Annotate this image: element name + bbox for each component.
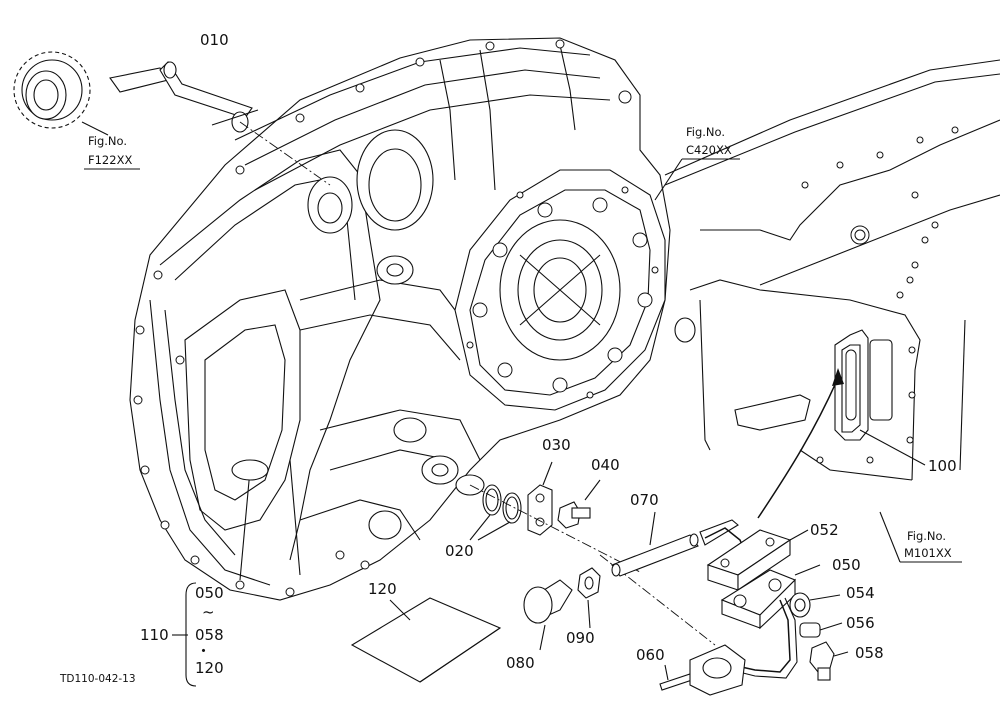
fig-ref-f122: Fig.No. F122XX xyxy=(84,134,140,170)
clutch-housing-flange xyxy=(454,169,696,411)
label-090: 090 xyxy=(566,629,595,647)
part-030-plate xyxy=(527,461,553,536)
fig-ref-f122-title: Fig.No. xyxy=(88,134,127,148)
label-040: 040 xyxy=(591,456,620,474)
assembly-arrow xyxy=(757,368,844,519)
label-010: 010 xyxy=(200,31,229,49)
label-060: 060 xyxy=(636,646,665,664)
label-120: 120 xyxy=(368,580,397,598)
label-080: 080 xyxy=(506,654,535,672)
group-dot: ・ xyxy=(196,642,211,660)
fig-ref-c420: Fig.No. C420XX xyxy=(654,125,740,201)
part-010-shift-lever xyxy=(109,61,331,186)
part-120-decal xyxy=(350,597,502,683)
gear-f122 xyxy=(13,51,109,136)
label-070: 070 xyxy=(630,491,659,509)
part-056-seal xyxy=(799,622,843,638)
label-056: 056 xyxy=(846,614,875,632)
group-from: 050 xyxy=(195,584,224,602)
part-090-nut xyxy=(577,567,601,629)
group-tilde: ~ xyxy=(202,603,215,621)
group-to: 058 xyxy=(195,626,224,644)
part-052-bracket xyxy=(706,529,809,592)
label-052: 052 xyxy=(810,521,839,539)
fig-ref-f122-code: F122XX xyxy=(88,153,132,167)
part-labels: 010 020 030 040 050 052 054 056 058 060 … xyxy=(200,31,957,672)
fig-ref-c420-title: Fig.No. xyxy=(686,125,725,139)
drawing-code: TD110-042-13 xyxy=(59,673,136,685)
fig-ref-m101: Fig.No. M101XX xyxy=(879,511,962,563)
fig-ref-m101-code: M101XX xyxy=(904,546,952,560)
group-number: 110 xyxy=(140,626,169,644)
label-054: 054 xyxy=(846,584,875,602)
part-100-guide-plate xyxy=(834,329,926,466)
part-080-knob xyxy=(523,579,573,651)
fig-ref-m101-title: Fig.No. xyxy=(907,529,946,543)
part-050-block xyxy=(709,564,821,679)
part-058-bolt xyxy=(809,641,849,681)
part-060-pin xyxy=(659,644,746,696)
part-040-bolt xyxy=(557,479,601,529)
part-020-o-rings xyxy=(469,484,522,541)
label-020: 020 xyxy=(445,542,474,560)
assembly-group: 110 050 ~ 058 ・ 120 xyxy=(140,582,224,687)
label-050: 050 xyxy=(832,556,861,574)
part-054-washer xyxy=(789,592,841,618)
transmission-housing xyxy=(129,37,671,601)
label-030: 030 xyxy=(542,436,571,454)
label-058: 058 xyxy=(855,644,884,662)
group-extra: 120 xyxy=(195,659,224,677)
frame-plate xyxy=(664,59,1000,481)
label-100: 100 xyxy=(928,457,957,475)
fig-ref-c420-code: C420XX xyxy=(686,143,732,157)
